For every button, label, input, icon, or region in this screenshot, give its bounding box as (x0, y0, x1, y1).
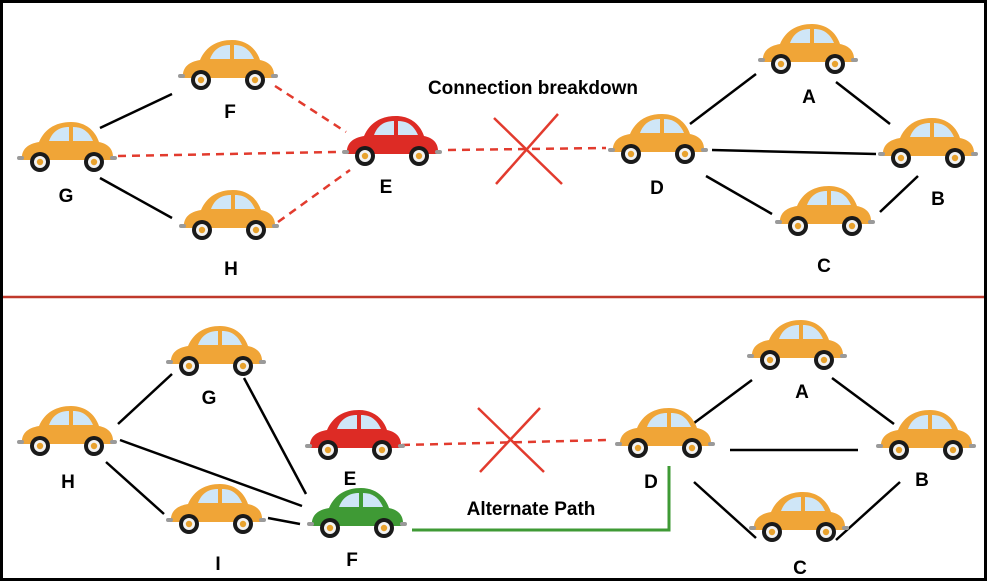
car-G-bottom (166, 326, 266, 376)
alternate-path-link (412, 466, 671, 532)
car-A-top (758, 24, 858, 74)
car-C-top (775, 186, 875, 236)
top-panel: Connection breakdown F G H E D A B C (17, 24, 978, 280)
car-B-bottom (876, 410, 976, 460)
label-H-top: H (224, 259, 238, 280)
label-I-bottom: I (215, 554, 220, 575)
car-G-top (17, 122, 117, 172)
car-E-bottom (305, 410, 405, 460)
car-H-top (179, 190, 279, 240)
bottom-break-x (477, 407, 545, 473)
top-caption: Connection breakdown (428, 78, 638, 99)
label-F-top: F (224, 102, 236, 123)
bottom-caption: Alternate Path (467, 499, 596, 520)
label-D-bottom: D (644, 472, 658, 493)
bottom-broken-links (401, 438, 609, 447)
label-B-bottom: B (915, 470, 929, 491)
label-E-bottom: E (344, 469, 357, 490)
top-solid-links (99, 73, 919, 220)
label-H-bottom: H (61, 472, 75, 493)
label-F-bottom: F (346, 550, 358, 571)
car-C-bottom (749, 492, 849, 542)
car-H-bottom (17, 406, 117, 456)
car-A-bottom (747, 320, 847, 370)
car-D-bottom (615, 408, 715, 458)
top-broken-links (117, 84, 607, 224)
label-C-top: C (817, 256, 831, 277)
bottom-solid-links (105, 373, 901, 541)
bottom-panel: Alternate Path G H I E F D A B C (17, 320, 976, 579)
label-B-top: B (931, 189, 945, 210)
label-C-bottom: C (793, 558, 807, 579)
car-F-bottom (307, 488, 407, 538)
label-G-bottom: G (202, 388, 217, 409)
label-A-bottom: A (795, 382, 809, 403)
label-A-top: A (802, 87, 816, 108)
car-B-top (878, 118, 978, 168)
car-I-bottom (166, 484, 266, 534)
label-E-top: E (380, 177, 393, 198)
top-break-x (493, 113, 563, 185)
label-D-top: D (650, 178, 664, 199)
car-E-top (342, 116, 442, 166)
label-G-top: G (59, 186, 74, 207)
car-F-top (178, 40, 278, 90)
